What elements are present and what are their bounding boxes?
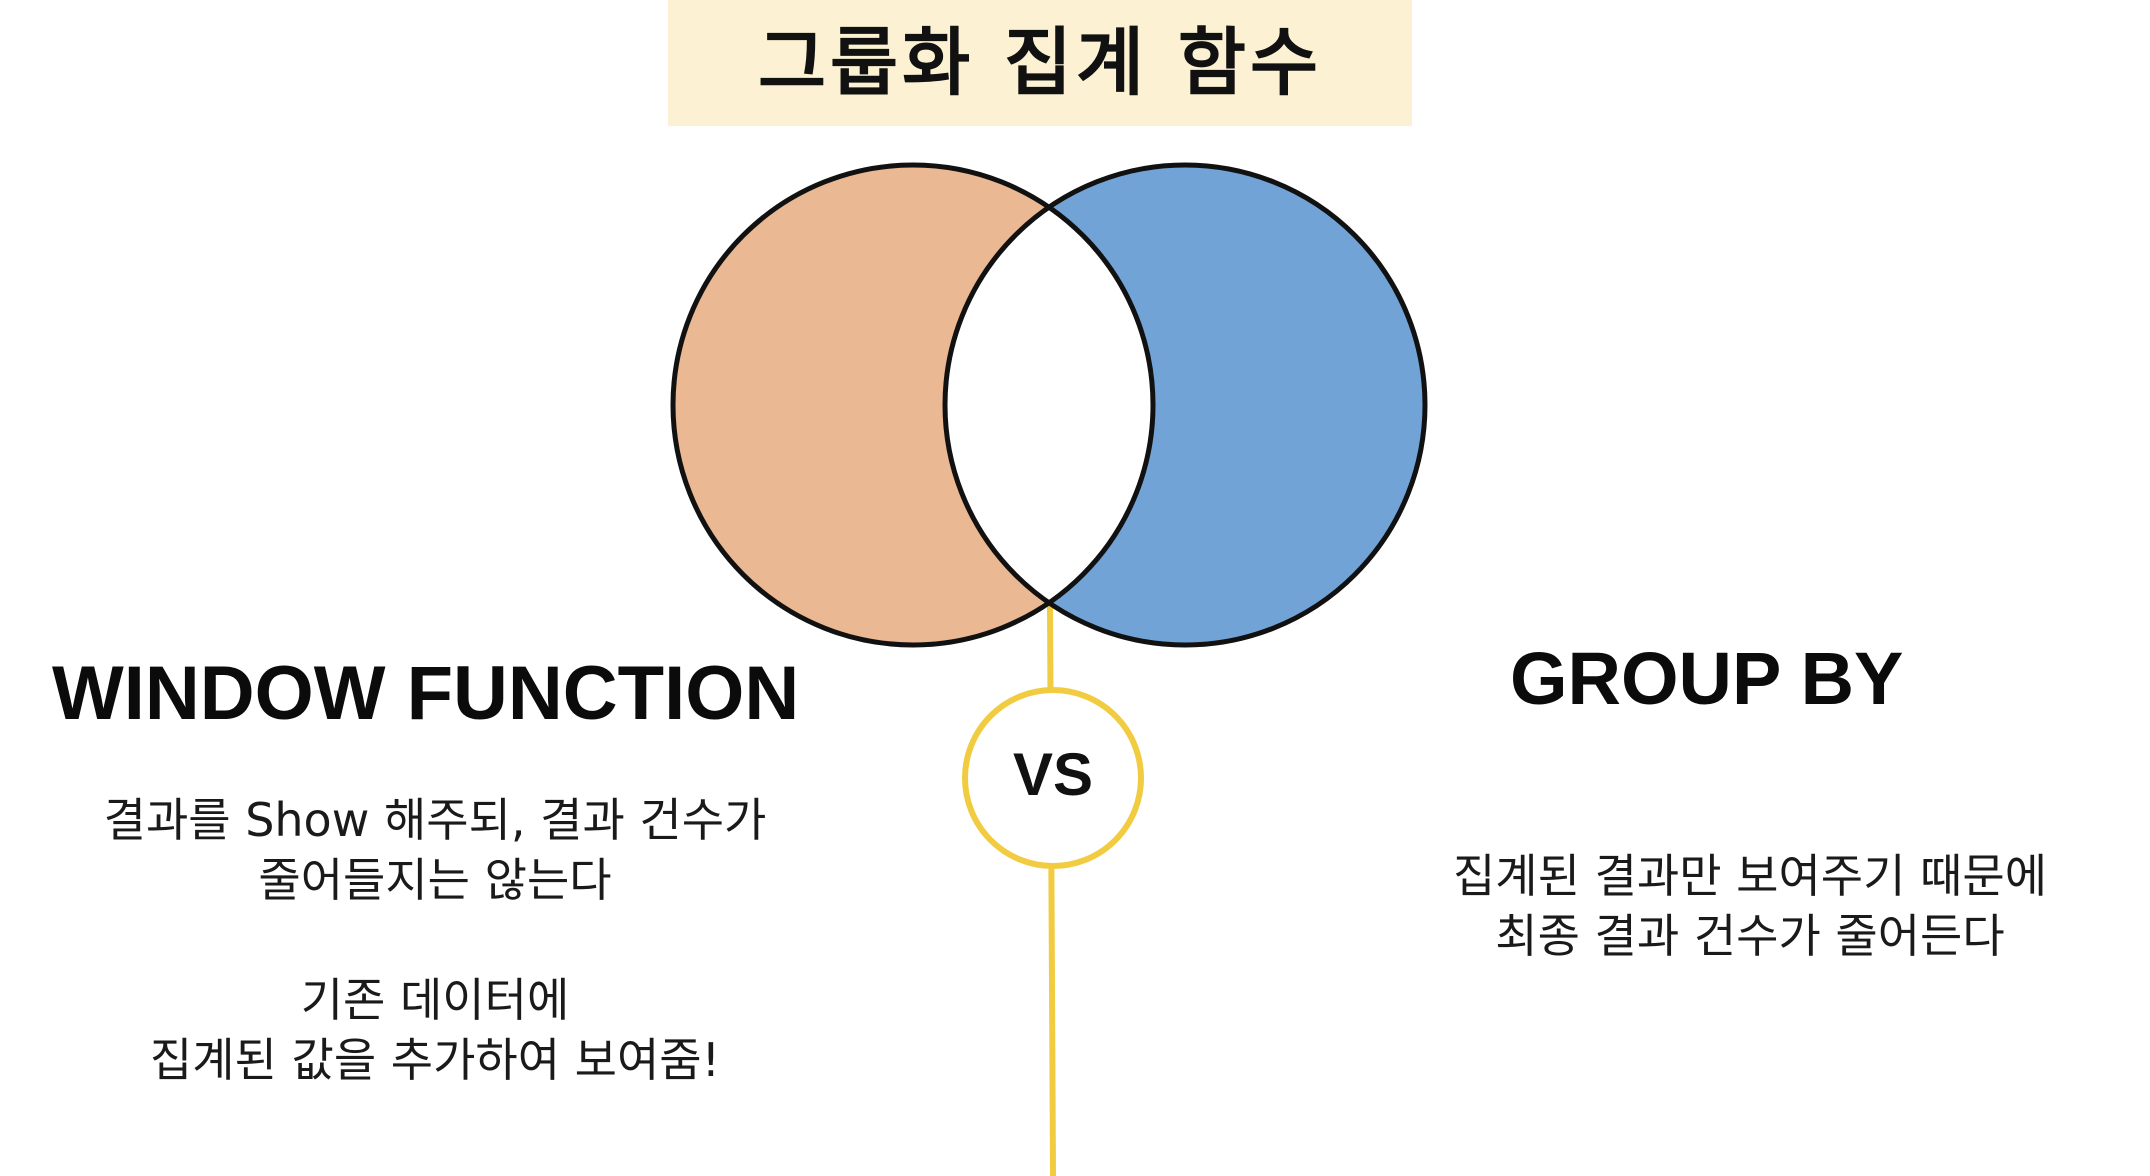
desc-line: 결과를 Show 해주되, 결과 건수가 (103, 793, 767, 847)
title-banner: 그룹화 집계 함수 (668, 0, 1412, 126)
intersection-region (945, 165, 1153, 645)
group-by-heading: GROUP BY (1510, 637, 1904, 720)
window-function-description: 결과를 Show 해주되, 결과 건수가 줄어들지는 않는다 (40, 790, 830, 910)
window-function-note: 기존 데이터에 집계된 값을 추가하여 보여줌! (40, 970, 830, 1090)
vs-label: VS (1012, 741, 1094, 808)
group-by-description: 집계된 결과만 보여주기 때문에 최종 결과 건수가 줄어든다 (1370, 846, 2130, 966)
window-function-heading: WINDOW FUNCTION (52, 651, 800, 736)
vs-badge (962, 687, 1144, 869)
right-circle-outline (942, 162, 1428, 648)
desc-line: 집계된 결과만 보여주기 때문에 (1452, 849, 2048, 903)
page-title: 그룹화 집계 함수 (757, 20, 1323, 106)
desc-line: 집계된 값을 추가하여 보여줌! (149, 1033, 721, 1087)
desc-line: 최종 결과 건수가 줄어든다 (1495, 909, 2005, 963)
left-circle-outline (670, 162, 1156, 648)
desc-line: 기존 데이터에 (300, 973, 570, 1027)
desc-line: 줄어들지는 않는다 (258, 853, 612, 907)
